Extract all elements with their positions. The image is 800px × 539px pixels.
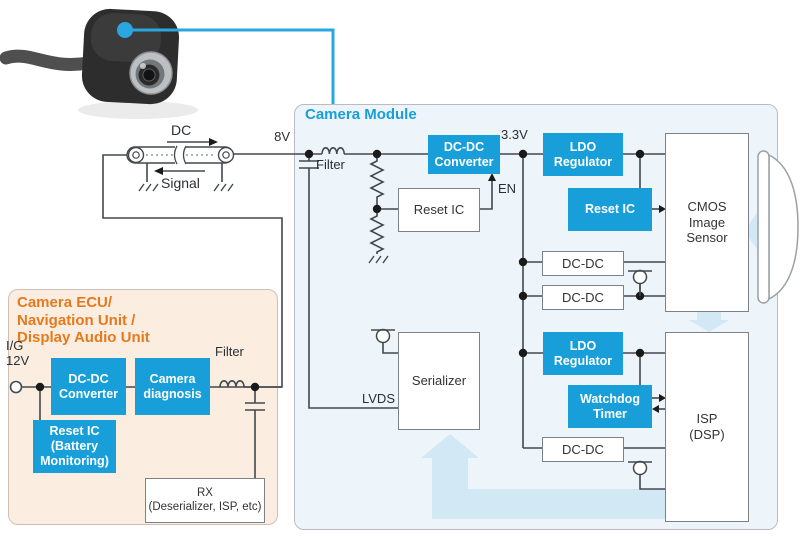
block-watchdog-timer: Watchdog Timer <box>568 385 652 428</box>
resistor-icon <box>369 209 385 254</box>
image-data-arrow-icon <box>689 311 729 332</box>
en-label: EN <box>498 181 517 196</box>
wire-isp-osc <box>639 474 665 490</box>
dc-label: DC <box>171 122 192 138</box>
block-rx: RX (Deserializer, ISP, etc) <box>145 478 265 523</box>
block-dcdc-1: DC-DC <box>542 251 624 276</box>
ig-12v-label: I/G 12V <box>6 338 30 368</box>
block-dcdc-converter-ecu: DC-DC Converter <box>51 358 126 415</box>
oscillator-icon <box>371 269 652 476</box>
resistor-icon <box>369 154 385 209</box>
coax-cable-icon <box>126 144 235 166</box>
arrowhead <box>154 167 163 175</box>
video-out-arrow-icon <box>421 434 665 519</box>
lens-icon <box>757 150 799 304</box>
camera-module-title: Camera Module <box>305 106 417 123</box>
inductor-icon <box>321 147 345 155</box>
block-isp-dsp: ISP (DSP) <box>665 332 749 522</box>
capacitor-icon <box>245 402 265 411</box>
en-arrowhead <box>488 173 496 181</box>
wire-lvds <box>308 154 398 409</box>
block-serializer: Serializer <box>398 332 480 430</box>
arrowhead <box>659 394 666 402</box>
block-cmos-image-sensor: CMOS Image Sensor <box>665 133 749 312</box>
wire-33v-rail <box>522 154 543 449</box>
capacitor-icon <box>299 160 319 169</box>
ecu-filter-label: Filter <box>215 344 244 359</box>
camera-photo <box>0 8 198 119</box>
block-dcdc-3: DC-DC <box>542 437 624 462</box>
input-terminal-icon <box>9 380 23 394</box>
wire-ldo1-out <box>623 153 665 188</box>
camera-ecu-title: Camera ECU/ Navigation Unit / Display Au… <box>17 294 150 347</box>
inductor-icon <box>219 380 245 388</box>
callout-line <box>117 22 335 104</box>
junction-dot <box>35 149 645 392</box>
block-ldo-regulator-bottom: LDO Regulator <box>543 332 623 375</box>
wire-shield <box>146 163 223 182</box>
block-ldo-regulator-top: LDO Regulator <box>543 133 623 176</box>
lvds-label: LVDS <box>362 391 395 406</box>
wire-en <box>478 180 493 210</box>
ground-icon <box>138 183 389 264</box>
arrowhead <box>659 205 666 213</box>
block-dcdc-2: DC-DC <box>542 285 624 310</box>
block-camera-diagnosis: Camera diagnosis <box>135 358 210 415</box>
block-reset-ic-cis: Reset IC <box>568 188 652 231</box>
arrowhead <box>209 138 218 146</box>
wire-ldo2-out <box>623 352 665 385</box>
block-reset-ic-en: Reset IC <box>398 188 480 232</box>
arrowhead <box>652 405 659 413</box>
block-reset-ic-battery: Reset IC (Battery Monitoring) <box>33 420 116 473</box>
wire-serializer-osc <box>382 342 398 354</box>
module-filter-label: Filter <box>316 157 345 172</box>
signal-label: Signal <box>161 175 200 191</box>
block-dcdc-converter-module: DC-DC Converter <box>428 135 500 174</box>
voltage-8v-label: 8V <box>274 129 290 144</box>
voltage-33v-label: 3.3V <box>501 127 528 142</box>
